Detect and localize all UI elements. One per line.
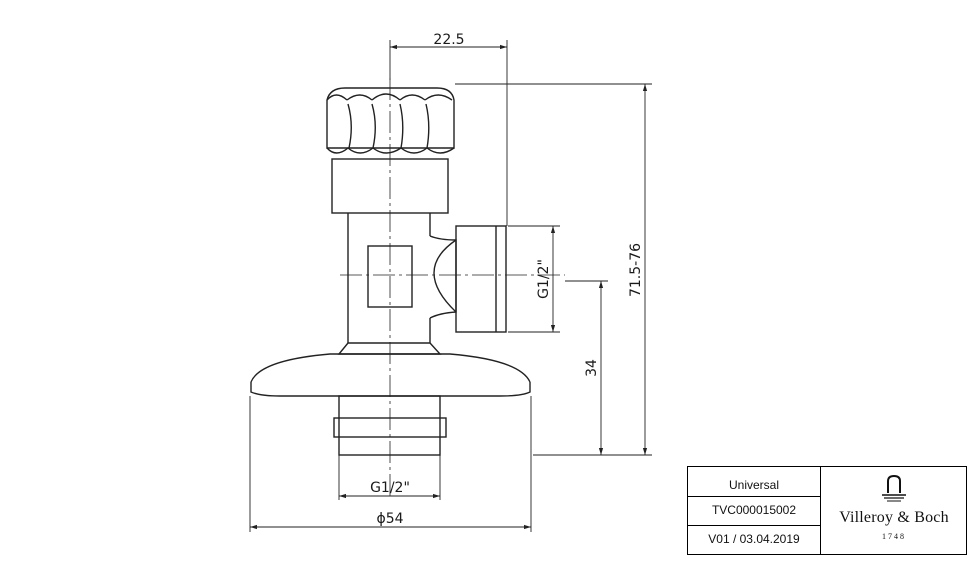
product-code: TVC000015002 [688, 496, 820, 526]
title-block-info: Universal TVC000015002 V01 / 03.04.2019 [688, 467, 821, 554]
cover-rosette [250, 353, 531, 397]
brand-year: 1748 [882, 532, 906, 541]
valve-knob [326, 87, 455, 214]
faucet-logo-icon [882, 474, 906, 502]
dim-top-width: 22.5 [433, 32, 464, 48]
dim-diameter: ϕ54 [376, 511, 403, 527]
category-label: Universal [688, 474, 820, 497]
dim-height-34: 34 [584, 359, 600, 377]
dim-bottom-thread: G1/2" [370, 480, 410, 496]
version-date: V01 / 03.04.2019 [708, 532, 800, 546]
center-lines [340, 78, 565, 500]
dimension-lines [250, 44, 648, 530]
side-outlet [429, 225, 507, 333]
valve-drawing [250, 87, 531, 456]
extension-lines [249, 40, 652, 532]
dim-height-range: 71.5-76 [628, 243, 644, 297]
title-block: Universal TVC000015002 V01 / 03.04.2019 … [687, 466, 967, 555]
dim-side-thread: G1/2" [536, 259, 552, 299]
brand-name: Villeroy & Boch [839, 509, 949, 526]
valve-stem [337, 213, 442, 355]
brand-logo: Villeroy & Boch 1748 [821, 467, 967, 554]
